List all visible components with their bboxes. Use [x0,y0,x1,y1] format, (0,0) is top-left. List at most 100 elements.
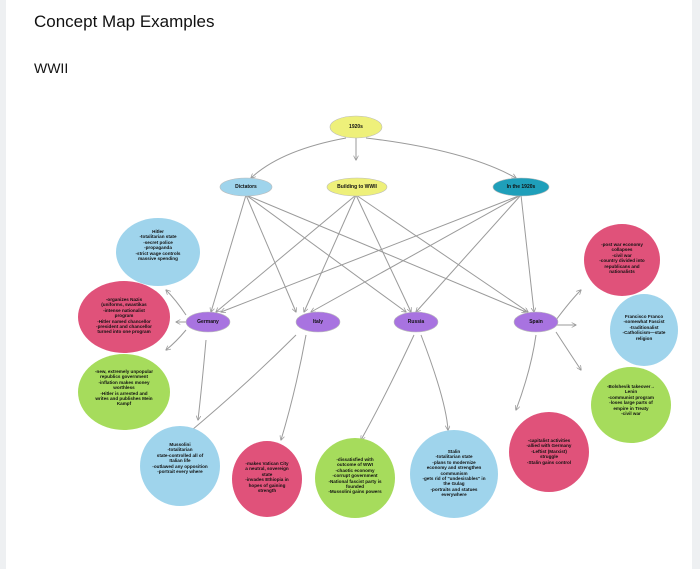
line: religion [635,335,653,341]
line: everywhere [441,492,467,498]
line: program [114,313,134,319]
line: Hitler [152,229,164,234]
line: -strict wage controls [135,250,181,256]
page-title: Concept Map Examples [34,12,215,31]
text-franco: Francisco Franco -somewhat Fascist -trad… [614,314,674,341]
line: -outlawed any opposition [152,463,208,469]
line: collapses [611,247,633,253]
line: -president and chancellor [96,324,152,330]
line: -invades Ethiopia in [245,477,289,483]
label-building: Building to WWII [337,184,377,190]
line: the Gulag [443,481,465,487]
label-spain: Spain [529,319,543,325]
line: -Catholicism—state [622,330,666,336]
line: economy and strengthen [426,465,482,471]
line: republicans and [604,263,640,269]
node-stalin [410,430,498,518]
line: -plans to modernize [432,459,476,465]
node-in-the-1920s [492,177,550,197]
text-stalin: Stalin -totalitarian state -plans to mod… [414,449,494,498]
line: Kampf [116,401,132,407]
text-germany-rise: -organizes Nazis (uniforms, swastikas -i… [86,297,162,335]
line: state [261,471,273,477]
line: -inflation makes money [98,379,150,385]
node-germany [185,311,231,333]
node-russia [393,311,439,333]
node-germany-rise [78,281,170,353]
node-italy [295,311,341,333]
node-1920s [329,115,383,139]
slide: Concept Map Examples WWII [6,0,692,569]
line: struggle [539,454,559,460]
line: -totalitarian state [435,454,473,460]
text-germany-weimar: -new, extremely unpopular republics gove… [84,369,164,407]
node-spain [513,311,559,333]
line: -traditionalist [629,324,659,330]
label-germany: Germany [197,319,219,325]
text-bolshevik: -Bolshevik takeover→ Lenin -communist pr… [596,384,666,416]
text-italy-vatican: -makes Vatican City a neutral, sovereign… [237,461,297,493]
line: communism [440,470,468,476]
line: writes and publishes Mein [95,396,153,402]
line: -dissatisfied with [336,457,374,462]
node-spain-war [584,224,660,296]
line: Stalin [447,449,461,454]
line: -civil war [612,252,632,258]
node-mussolini [140,426,220,506]
line: -Mussolini gains powers [328,489,382,495]
line: massive spending [138,256,178,262]
label-in-1920s: In the 1920s [506,184,536,190]
label-dictators: Dictators [235,184,257,190]
line: (uniforms, swastikas [101,302,147,308]
line: -capitalist activities [527,438,571,443]
line: -Leftist (Marxist) [531,448,567,454]
connector-lines [166,137,581,440]
line: -Bolshevik takeover→ [607,384,655,389]
concept-map [78,115,678,518]
line: state-controlled all of [156,452,204,458]
node-bolshevik [591,367,671,443]
line: -loses large parts of [609,400,653,406]
line: outcome of WWI [337,462,373,468]
line: -post war economy [601,242,643,247]
page-subtitle: WWII [34,60,69,76]
line: -civil war [621,411,641,417]
line: founded [345,484,365,490]
line: nationalists [609,269,635,275]
line: -intense nationalist [103,307,145,313]
line: turned into one program [97,329,151,335]
text-hitler: Hitler -totalitarian state -secret polic… [124,229,192,261]
text-spain-civil: -capitalist activities -allied with Germ… [515,438,583,465]
node-dictators [219,177,273,197]
line: -portrait every where [157,469,203,475]
line: -organizes Nazis [105,297,143,302]
line: -totalitarian [167,447,193,453]
text-spain-war: -post war economy collapses -civil war -… [590,242,654,274]
line: -propaganda [144,245,172,251]
node-germany-weimar [78,354,170,430]
line: -new, extremely unpopular [94,369,154,374]
line: worthless [113,385,135,391]
line: -Hitler named chancellor [97,318,151,324]
line: -somewhat Fascist [623,319,665,325]
line: republics government [100,374,148,380]
line: empire in Treaty [613,405,649,411]
line: Italian life [169,458,191,464]
node-italy-fascism [315,438,395,518]
line: -makes Vatican City [245,461,289,466]
line: -country divided into [599,258,645,264]
line: Lenin [624,389,638,395]
node-spain-civil [509,412,589,492]
line: -totalitarian state [139,234,177,240]
line: -National fascist party is [328,478,382,484]
line: -Hitler is arrested and [100,390,148,396]
node-building-to-wwii [326,177,388,197]
line: -chaotic economy [335,467,375,473]
line: -communist program [608,394,654,400]
line: -portraits and statues [430,486,478,492]
line: Mussolini [169,442,191,447]
node-franco [610,294,678,366]
line: -corrupt government [332,473,378,479]
text-italy-fascism: -dissatisfied with outcome of WWI -chaot… [317,457,393,495]
line: -allied with Germany [526,443,572,449]
